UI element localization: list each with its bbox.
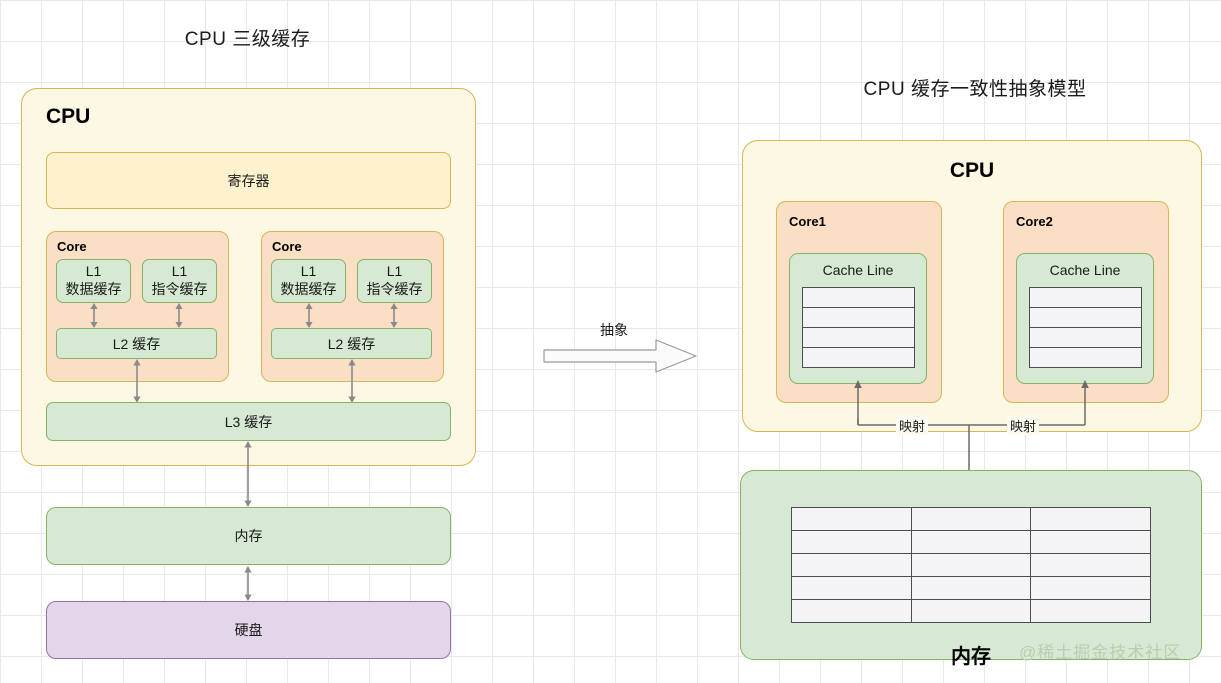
table-cell xyxy=(1028,347,1142,368)
table-cell xyxy=(1028,287,1142,308)
right-diagram-title: CPU 缓存一致性抽象模型 xyxy=(863,79,1087,100)
l1-data-cache-line2: 数据缓存 xyxy=(280,281,337,297)
memory-box-left: 内存 xyxy=(46,507,451,565)
table-cell xyxy=(801,307,915,328)
table-cell xyxy=(1028,327,1142,348)
l1-instruction-cache-line1: L1 xyxy=(171,263,188,280)
memory-label-left: 内存 xyxy=(234,528,263,544)
memory-box-right: 内存 xyxy=(740,470,1202,668)
mapping-label-1: 映射 xyxy=(896,416,929,435)
l1-instruction-cache-line1: L1 xyxy=(386,263,403,280)
disk-label: 硬盘 xyxy=(234,622,263,638)
core-label-2: Core xyxy=(272,239,302,254)
register-box: 寄存器 xyxy=(46,152,451,209)
cache-line-title-2: Cache Line xyxy=(1049,262,1121,278)
arrow-l1data-l2-1 xyxy=(90,303,98,328)
table-cell xyxy=(910,530,1032,554)
disk-box: 硬盘 xyxy=(46,601,451,659)
table-cell xyxy=(791,530,912,554)
l1-data-cache-line1: L1 xyxy=(85,263,102,280)
table-cell xyxy=(1030,599,1151,623)
l1-instruction-cache-line2: 指令缓存 xyxy=(151,281,208,297)
left-cpu-label: CPU xyxy=(46,105,91,128)
table-cell xyxy=(910,553,1032,577)
table-row xyxy=(801,347,915,368)
arrow-l2-l3-2 xyxy=(348,359,356,403)
table-row xyxy=(801,327,915,348)
right-core-label-2: Core2 xyxy=(1016,214,1053,229)
l1-data-cache-1: L1 数据缓存 xyxy=(56,259,131,303)
l1-instruction-cache-line2: 指令缓存 xyxy=(366,281,423,297)
table-cell xyxy=(801,327,915,348)
arrow-l1inst-l2-2 xyxy=(390,303,398,328)
cache-line-title-1: Cache Line xyxy=(822,262,894,278)
right-cpu-label: CPU xyxy=(949,159,995,182)
l1-data-cache-line1: L1 xyxy=(300,263,317,280)
l1-instruction-cache-2: L1 指令缓存 xyxy=(357,259,432,303)
table-cell xyxy=(910,599,1032,623)
right-core-label-1: Core1 xyxy=(789,214,826,229)
table-row xyxy=(1028,307,1142,328)
table-cell xyxy=(910,507,1032,531)
l1-data-cache-line2: 数据缓存 xyxy=(65,281,122,297)
table-row xyxy=(1028,347,1142,368)
table-cell xyxy=(1030,530,1151,554)
table-cell xyxy=(791,507,912,531)
cache-line-rows-1 xyxy=(801,287,915,368)
l2-cache-2: L2 缓存 xyxy=(271,328,432,359)
arrow-l1inst-l2-1 xyxy=(175,303,183,328)
table-row xyxy=(801,307,915,328)
register-label: 寄存器 xyxy=(227,172,270,189)
table-row xyxy=(791,599,1151,623)
table-cell xyxy=(801,347,915,368)
table-row xyxy=(791,576,1151,600)
cache-line-box-2: Cache Line xyxy=(1016,253,1154,384)
l1-instruction-cache-1: L1 指令缓存 xyxy=(142,259,217,303)
table-cell xyxy=(1030,553,1151,577)
table-row xyxy=(791,507,1151,531)
table-cell xyxy=(791,576,912,600)
l3-cache-label: L3 缓存 xyxy=(224,413,273,430)
table-cell xyxy=(910,576,1032,600)
l2-cache-label-1: L2 缓存 xyxy=(112,335,161,352)
cache-line-rows-2 xyxy=(1028,287,1142,368)
watermark: @稀土掘金技术社区 xyxy=(1019,643,1182,662)
table-row xyxy=(791,530,1151,554)
memory-label-right: 内存 xyxy=(951,646,991,668)
arrow-l1data-l2-2 xyxy=(305,303,313,328)
l1-data-cache-2: L1 数据缓存 xyxy=(271,259,346,303)
abstraction-arrow xyxy=(543,339,697,373)
arrow-memory-disk xyxy=(244,566,252,601)
l3-cache-box: L3 缓存 xyxy=(46,402,451,441)
cache-line-box-1: Cache Line xyxy=(789,253,927,384)
table-row xyxy=(791,553,1151,577)
memory-table-rows xyxy=(791,507,1151,623)
table-cell xyxy=(1030,576,1151,600)
l2-cache-1: L2 缓存 xyxy=(56,328,217,359)
arrow-l2-l3-1 xyxy=(133,359,141,403)
table-cell xyxy=(791,553,912,577)
mapping-label-2: 映射 xyxy=(1007,416,1040,435)
table-row xyxy=(1028,327,1142,348)
table-cell xyxy=(791,599,912,623)
left-diagram-title: CPU 三级缓存 xyxy=(184,29,311,50)
memory-table xyxy=(791,507,1151,623)
core-label-1: Core xyxy=(57,239,87,254)
table-cell xyxy=(1030,507,1151,531)
table-row xyxy=(801,287,915,308)
cache-line-table-2 xyxy=(1028,287,1142,368)
table-cell xyxy=(801,287,915,308)
arrow-cpu-memory xyxy=(244,441,252,507)
l2-cache-label-2: L2 缓存 xyxy=(327,335,376,352)
table-cell xyxy=(1028,307,1142,328)
abstraction-label: 抽象 xyxy=(600,322,628,338)
cache-line-table-1 xyxy=(801,287,915,368)
table-row xyxy=(1028,287,1142,308)
